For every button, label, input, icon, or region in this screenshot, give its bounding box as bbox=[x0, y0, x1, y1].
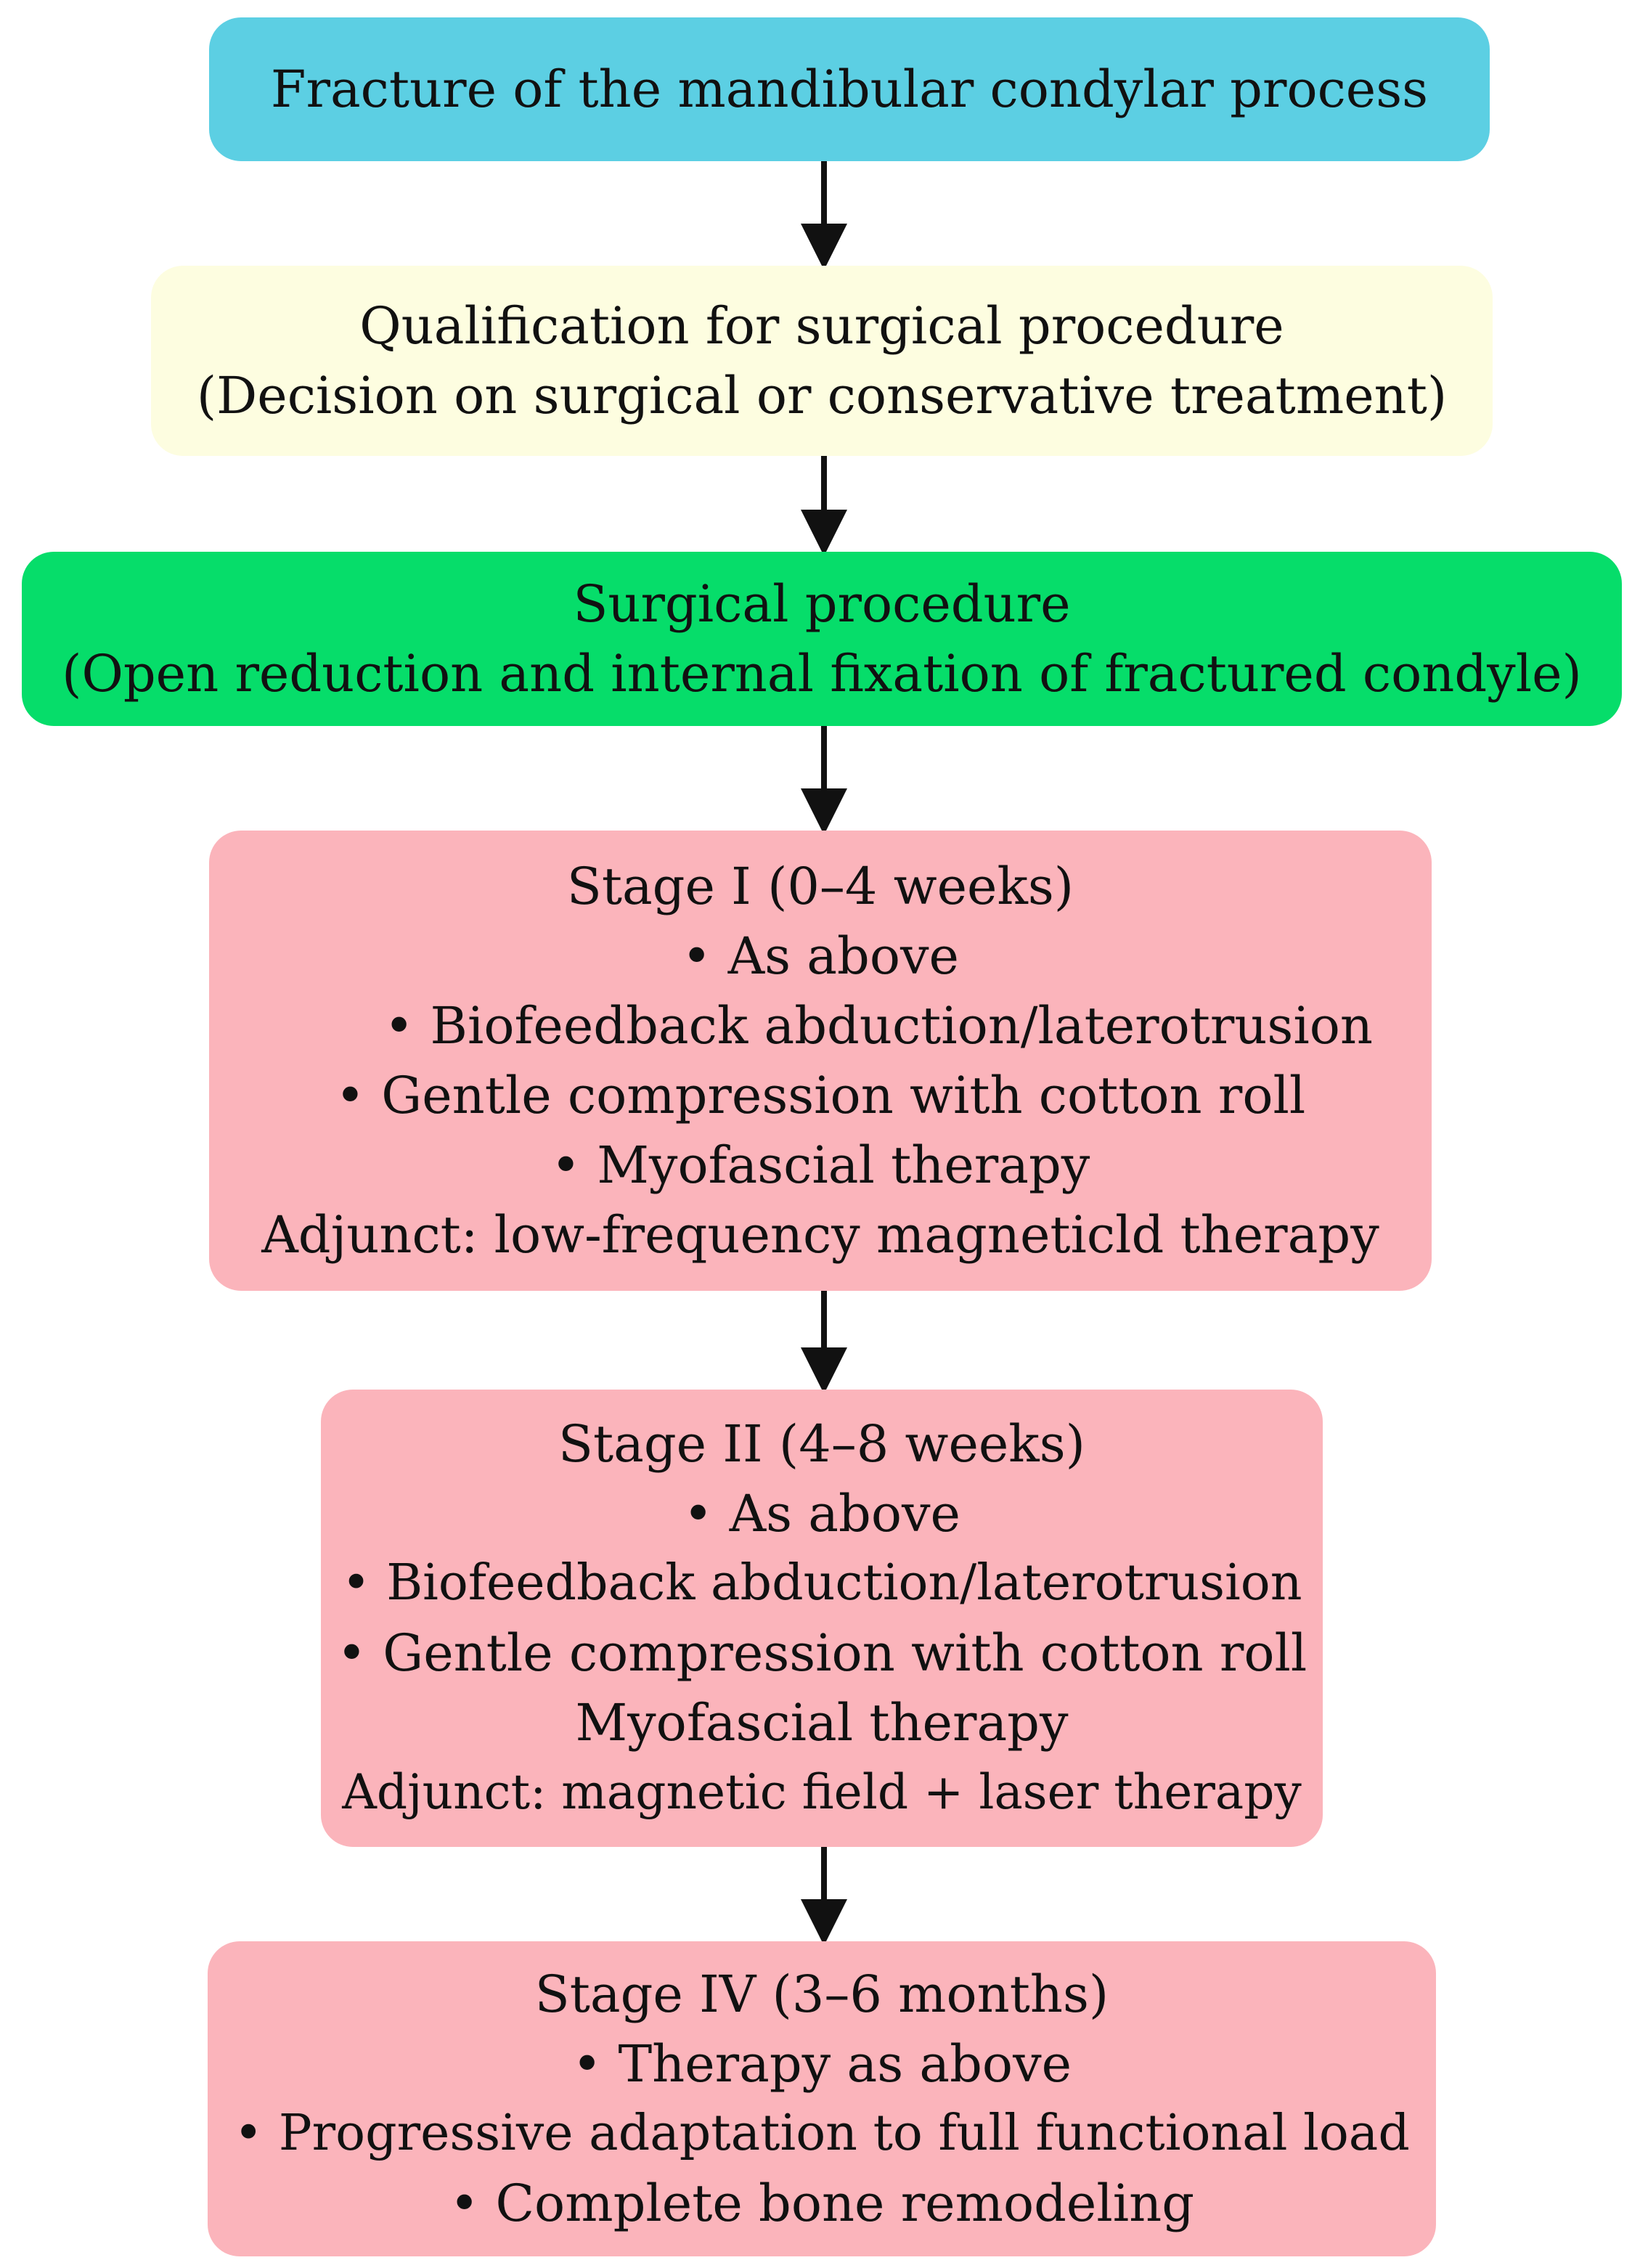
node-fracture: Fracture of the mandibular condylar proc… bbox=[209, 17, 1490, 161]
node-stage2-item-2: • Biofeedback abduction/laterotrusion bbox=[341, 1554, 1302, 1612]
node-stage-1: Stage I (0–4 weeks) • As above • Biofeed… bbox=[209, 831, 1432, 1291]
node-qualification: Qualification for surgical procedure (De… bbox=[151, 266, 1493, 456]
node-surgical-line-2: (Open reduction and internal fixation of… bbox=[62, 644, 1582, 703]
node-stage1-item-2: • Biofeedback abduction/laterotrusion bbox=[384, 996, 1373, 1056]
node-stage-4: Stage IV (3–6 months) • Therapy as above… bbox=[208, 1941, 1436, 2256]
node-stage2-item-1: • As above bbox=[683, 1484, 960, 1543]
node-surgical-procedure: Surgical procedure (Open reduction and i… bbox=[22, 552, 1622, 726]
node-stage2-item-4: Myofascial therapy bbox=[575, 1693, 1069, 1753]
node-stage4-title: Stage IV (3–6 months) bbox=[534, 1965, 1109, 2024]
node-fracture-line-1: Fracture of the mandibular condylar proc… bbox=[270, 60, 1429, 119]
node-qualification-line-1: Qualification for surgical procedure bbox=[359, 296, 1284, 356]
node-stage1-adjunct: Adjunct: low-frequency magneticld therap… bbox=[261, 1205, 1379, 1265]
node-stage1-item-4: • Myofascial therapy bbox=[550, 1135, 1090, 1195]
node-stage1-item-3: • Gentle compression with cotton roll bbox=[335, 1066, 1306, 1125]
node-stage2-title: Stage II (4–8 weeks) bbox=[558, 1414, 1085, 1474]
node-qualification-line-2: (Decision on surgical or conservative tr… bbox=[196, 366, 1448, 425]
node-stage4-item-1: • Therapy as above bbox=[571, 2034, 1072, 2094]
node-stage4-item-2: • Progressive adaptation to full functio… bbox=[234, 2105, 1410, 2162]
node-stage2-adjunct: Adjunct: magnetic field + laser therapy bbox=[342, 1764, 1302, 1820]
node-stage1-item-1: • As above bbox=[682, 926, 959, 986]
node-surgical-line-1: Surgical procedure bbox=[573, 574, 1071, 634]
node-stage2-item-3: • Gentle compression with cotton roll bbox=[336, 1623, 1307, 1683]
node-stage1-title: Stage I (0–4 weeks) bbox=[566, 857, 1074, 916]
node-stage-2: Stage II (4–8 weeks) • As above • Biofee… bbox=[321, 1390, 1323, 1847]
node-stage4-item-3: • Complete bone remodeling bbox=[449, 2174, 1195, 2233]
